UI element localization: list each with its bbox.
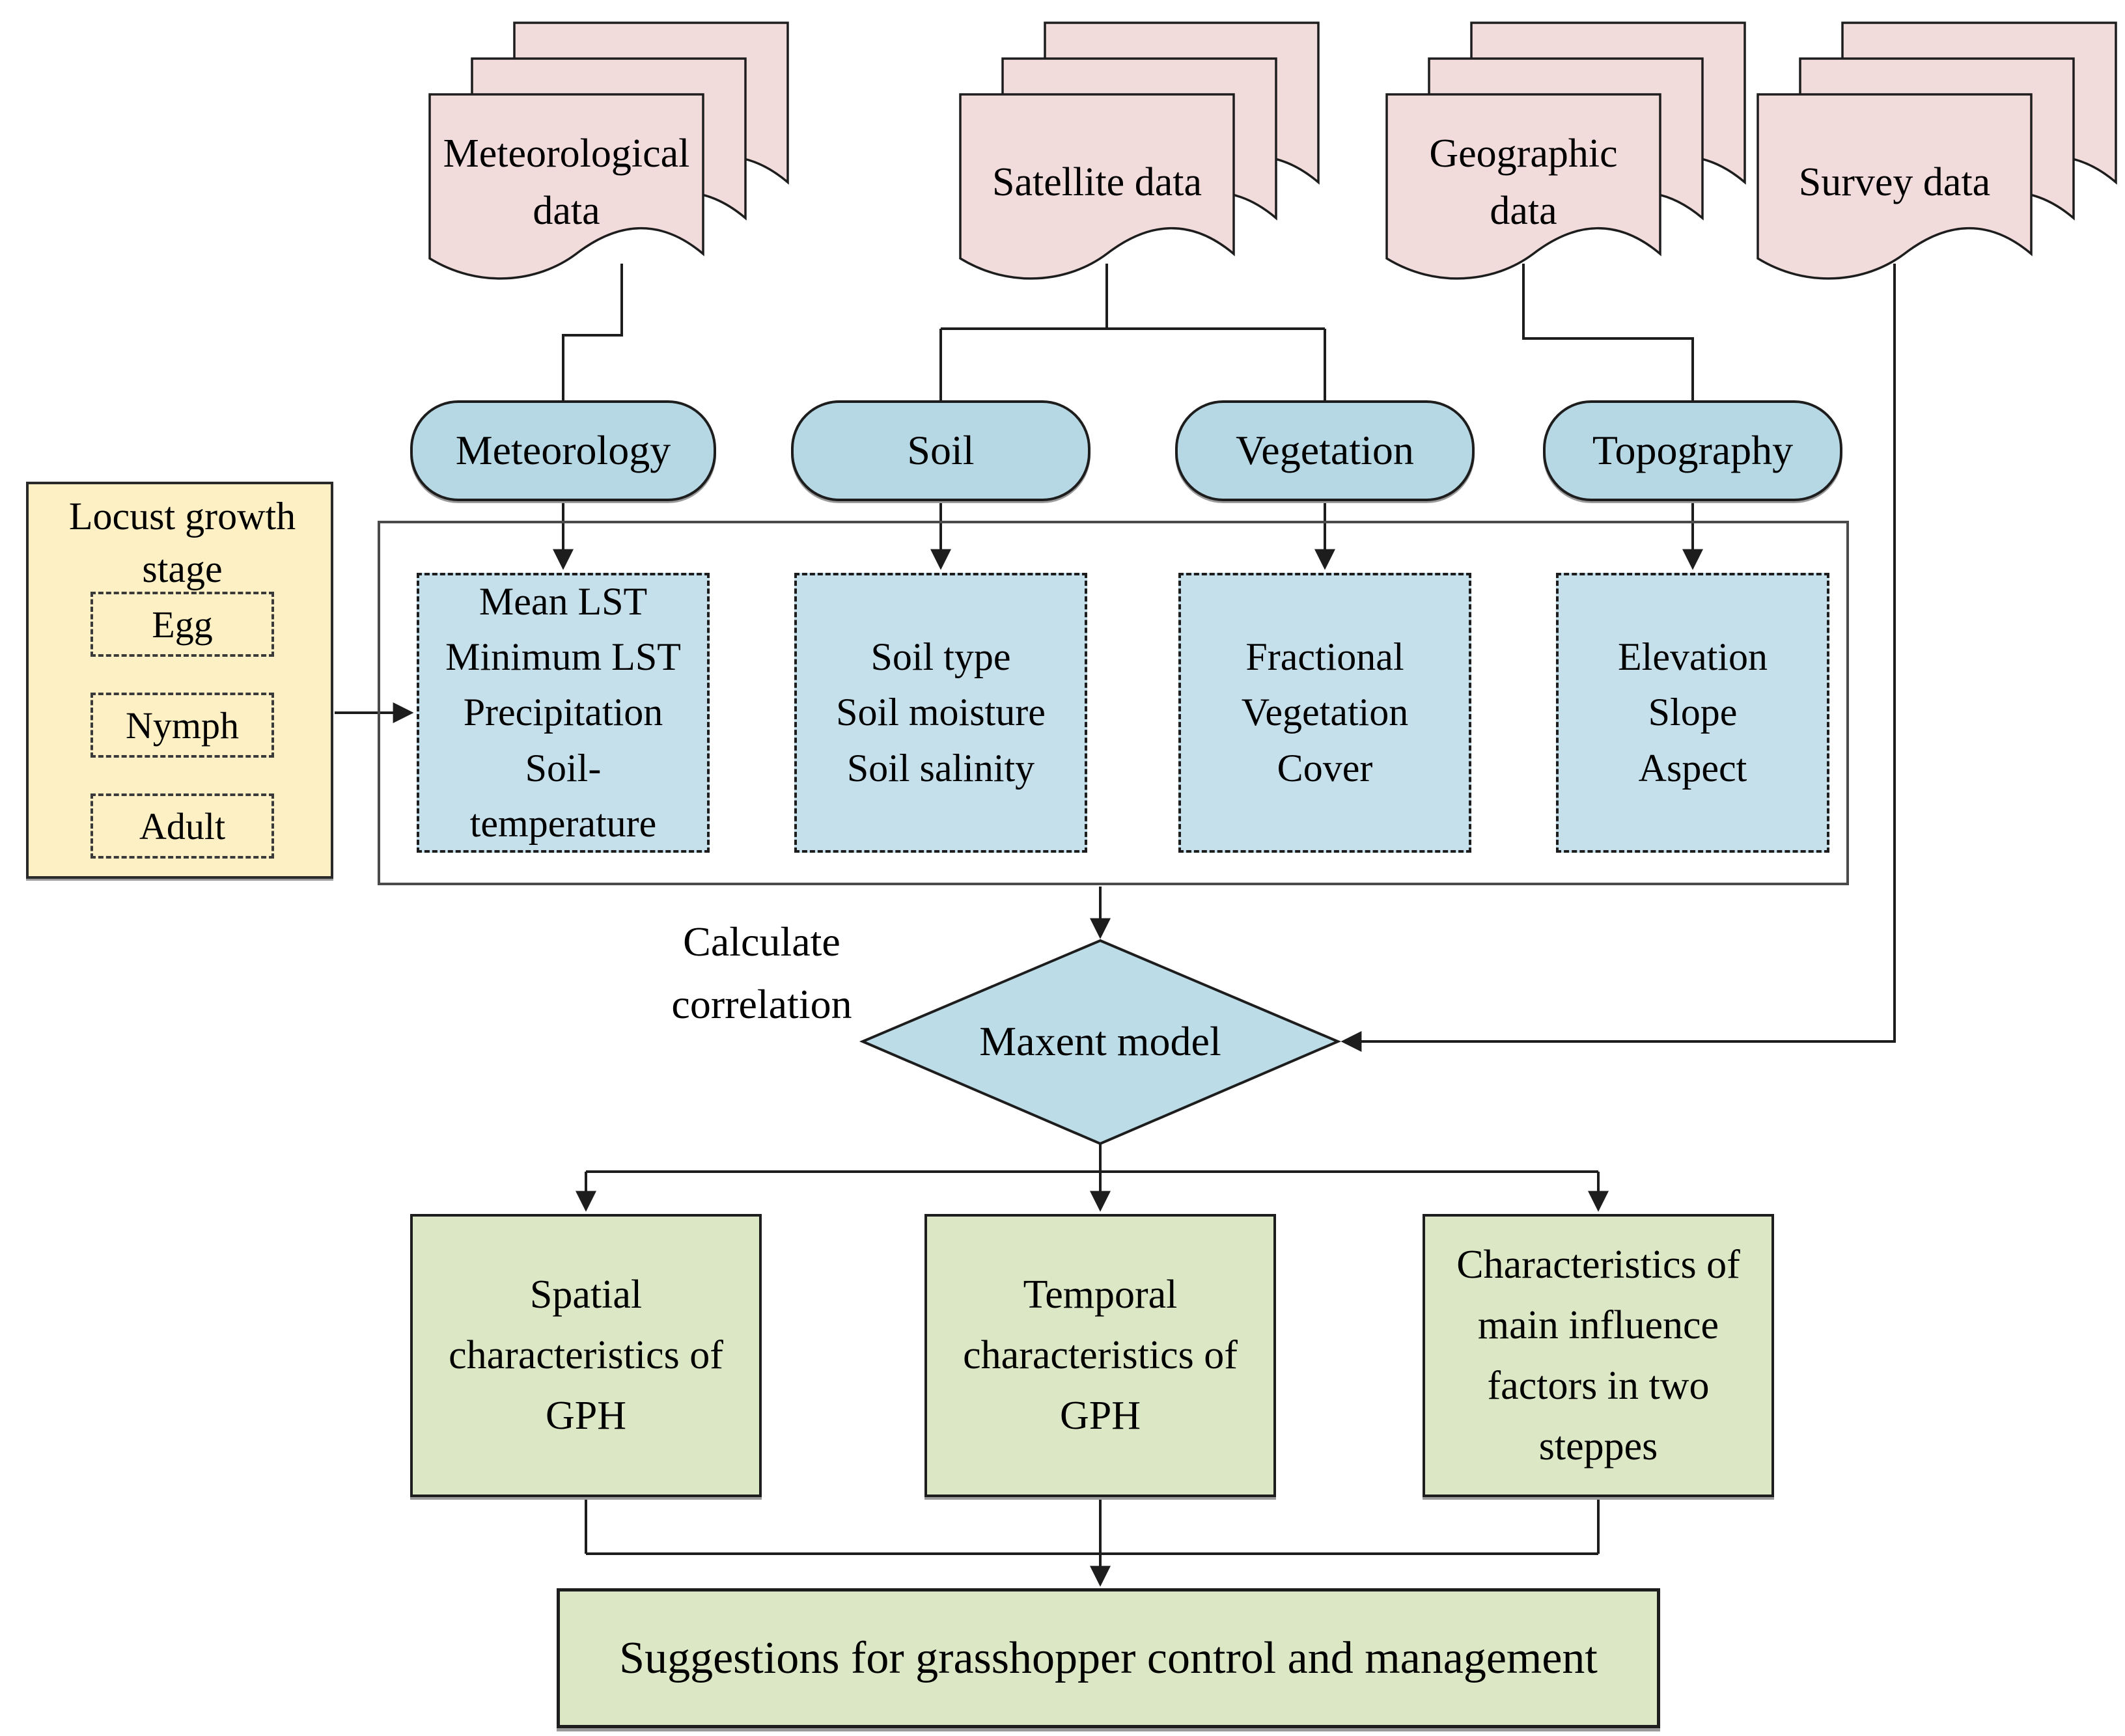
document-stack-geographic-shape bbox=[1385, 21, 1746, 280]
document-stack-survey-shape bbox=[1757, 21, 2117, 280]
result-box-spatial-gph: Spatial characteristics of GPH bbox=[410, 1214, 762, 1497]
stage-box-nymph: Nymph bbox=[90, 693, 274, 758]
stage-box-adult: Adult bbox=[90, 793, 274, 859]
factor-box-vegetation: Fractional Vegetation Cover bbox=[1178, 573, 1471, 853]
document-stack-satellite-shape bbox=[959, 21, 1320, 280]
maxent-model-label: Maxent model bbox=[979, 1017, 1221, 1064]
growth-stage-title: Locust growth stage bbox=[68, 495, 296, 590]
category-node-vegetation: Vegetation bbox=[1175, 400, 1475, 501]
category-node-topography: Topography bbox=[1543, 400, 1842, 501]
stage-box-egg: Egg bbox=[90, 592, 274, 657]
category-node-soil: Soil bbox=[791, 400, 1090, 501]
factor-box-topography: Elevation Slope Aspect bbox=[1556, 573, 1829, 853]
connector-geographic-to-topography bbox=[1522, 264, 1694, 402]
factors-container bbox=[378, 521, 1849, 885]
result-box-temporal-gph: Temporal characteristics of GPH bbox=[924, 1214, 1276, 1497]
factor-box-soil: Soil type Soil moisture Soil salinity bbox=[794, 573, 1087, 853]
factor-box-meteorology: Mean LST Minimum LST Precipitation Soil-… bbox=[417, 573, 710, 853]
doc-label-satellite-data: Satellite data bbox=[992, 159, 1202, 204]
category-node-meteorology: Meteorology bbox=[410, 400, 716, 501]
doc-label-meteorological-data: Meteorological data bbox=[443, 131, 690, 233]
result-box-influence-factors: Characteristics of main influence factor… bbox=[1423, 1214, 1774, 1497]
growth-stage-panel: Locust growth stage Egg Nymph Adult bbox=[26, 482, 333, 879]
doc-label-geographic-data: Geographic data bbox=[1429, 131, 1618, 233]
connector-meteorological-to-meteorology bbox=[562, 264, 623, 402]
connector-survey-to-maxent bbox=[1340, 264, 1896, 1052]
calculate-correlation-label: Calculate correlation bbox=[671, 918, 852, 1027]
conclusion-box-suggestions: Suggestions for grasshopper control and … bbox=[557, 1588, 1660, 1728]
document-stack-meteorological-shape bbox=[428, 21, 789, 280]
doc-label-survey-data: Survey data bbox=[1798, 159, 1991, 204]
